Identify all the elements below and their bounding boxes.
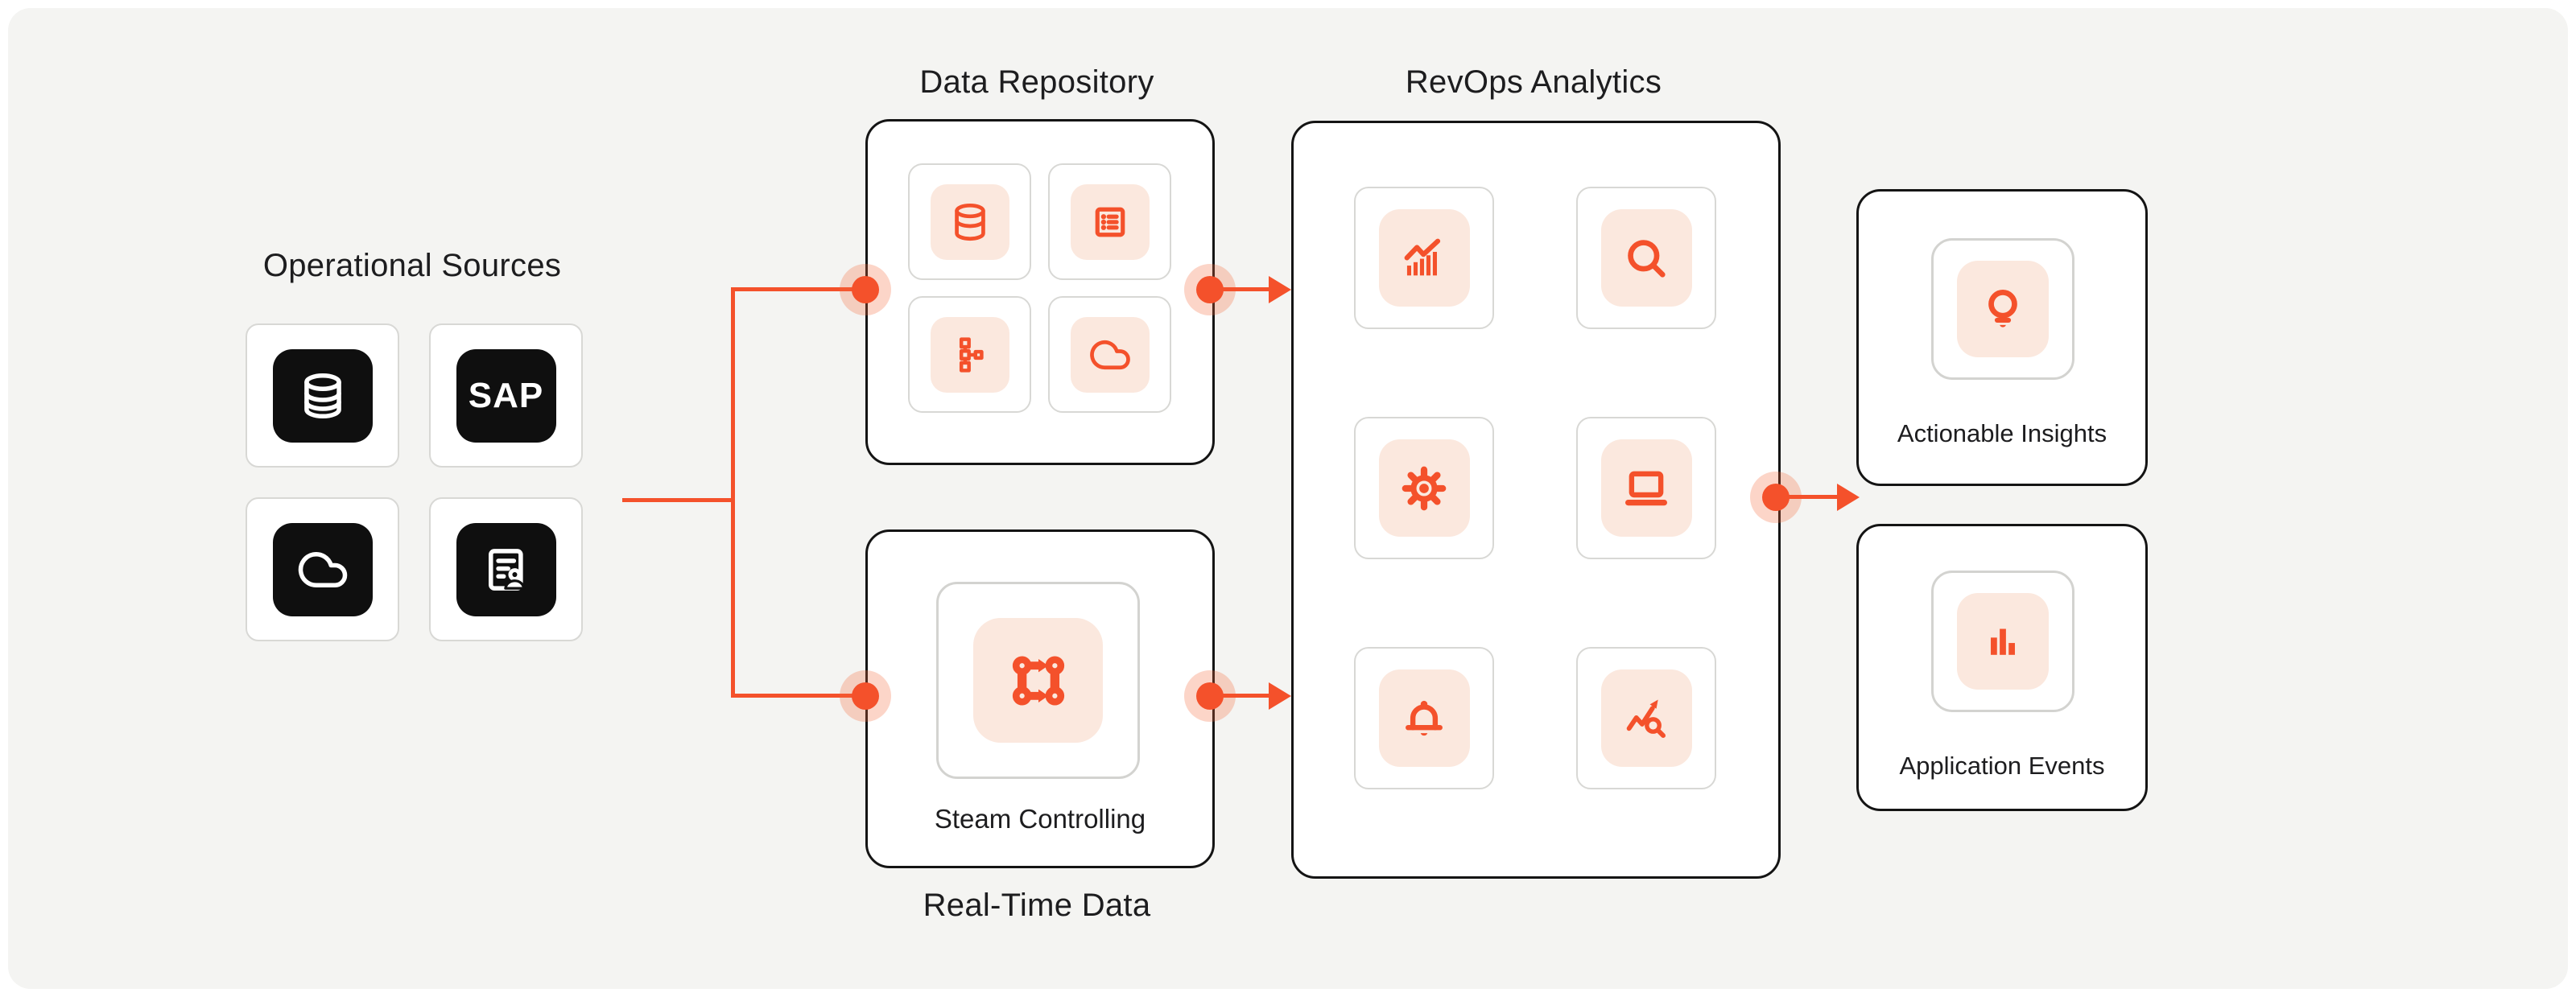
actionable-insights-box: Actionable Insights xyxy=(1856,189,2148,486)
arrow-to-revops-bottom xyxy=(1210,694,1270,698)
flow-tree-icon xyxy=(930,316,1009,393)
actionable-insights-label: Actionable Insights xyxy=(1897,419,2107,447)
arrowhead-icon xyxy=(1269,276,1291,303)
revops-card-laptop xyxy=(1576,417,1716,559)
application-events-label: Application Events xyxy=(1899,752,2105,780)
sap-logo: SAP xyxy=(456,348,556,443)
search-icon xyxy=(1600,209,1692,307)
events-card xyxy=(1931,571,2074,712)
steam-controlling-label: Steam Controlling xyxy=(934,804,1146,834)
revops-card-settings xyxy=(1354,417,1494,559)
connector-bottom-branch xyxy=(731,694,865,698)
insights-card xyxy=(1931,238,2074,380)
laptop-icon xyxy=(1600,439,1692,537)
revops-analytics-title: RevOps Analytics xyxy=(1405,64,1662,100)
connector-node xyxy=(840,264,891,315)
chart-growth-icon xyxy=(1378,209,1470,307)
chart-search-icon xyxy=(1600,669,1692,767)
database-icon xyxy=(272,348,373,443)
bar-chart-icon xyxy=(1957,593,2049,690)
steam-controlling-card xyxy=(936,582,1140,779)
arrow-to-revops-top xyxy=(1210,287,1270,291)
revops-card-growth xyxy=(1354,187,1494,329)
arrowhead-icon xyxy=(1837,484,1860,511)
source-card-database xyxy=(246,323,399,468)
repo-card-records xyxy=(1048,163,1171,280)
revops-card-monitoring xyxy=(1576,647,1716,789)
source-card-sap: SAP xyxy=(429,323,583,468)
revops-card-search xyxy=(1576,187,1716,329)
repo-card-schema xyxy=(908,296,1031,413)
contact-records-icon xyxy=(456,522,556,616)
cloud-icon xyxy=(272,522,373,616)
workflow-cycle-icon xyxy=(973,618,1103,743)
gear-icon xyxy=(1378,439,1470,537)
application-events-box: Application Events xyxy=(1856,524,2148,811)
cloud-icon xyxy=(1070,316,1150,393)
lightbulb-icon xyxy=(1957,261,2049,357)
real-time-data-box: Steam Controlling xyxy=(865,529,1215,868)
revops-card-alerts xyxy=(1354,647,1494,789)
list-box-icon xyxy=(1070,183,1150,260)
connector-node xyxy=(840,670,891,722)
connector-fork xyxy=(731,287,735,698)
bell-icon xyxy=(1378,669,1470,767)
arrowhead-icon xyxy=(1269,682,1291,710)
data-repository-title: Data Repository xyxy=(919,64,1154,100)
source-card-crm xyxy=(429,497,583,641)
revops-analytics-box xyxy=(1291,121,1781,879)
database-icon xyxy=(930,183,1009,260)
real-time-data-title: Real-Time Data xyxy=(923,888,1151,923)
source-card-cloud xyxy=(246,497,399,641)
repo-card-cloud xyxy=(1048,296,1171,413)
connector-top-branch xyxy=(731,287,865,291)
repo-card-database xyxy=(908,163,1031,280)
data-repository-box xyxy=(865,119,1215,465)
connector-stub xyxy=(622,498,733,502)
arrow-to-outputs xyxy=(1776,495,1839,499)
operational-sources-title: Operational Sources xyxy=(262,248,562,283)
